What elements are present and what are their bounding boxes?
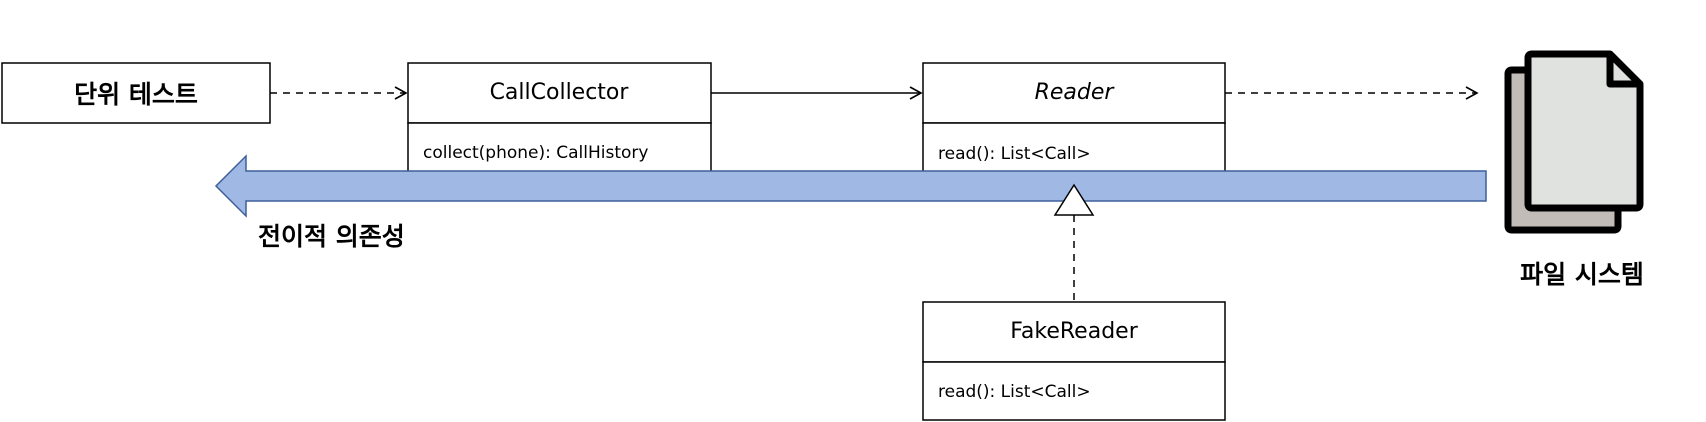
callcollector-method: collect(phone): CallHistory: [423, 143, 648, 163]
callcollector-class-box: CallCollector collect(phone): CallHistor…: [407, 62, 712, 183]
fakereader-class-box: FakeReader read(): List<Call>: [922, 301, 1226, 421]
unit-test-title: 단위 테스트: [74, 80, 198, 109]
unit-test-box: 단위 테스트: [1, 62, 271, 124]
transitive-dependency-arrow: [214, 154, 1487, 218]
reader-method: read(): List<Call>: [938, 144, 1091, 164]
documents-icon: [1504, 50, 1644, 234]
fakereader-title: FakeReader: [1010, 319, 1138, 344]
file-system-label: 파일 시스템: [1520, 260, 1644, 289]
reader-title: Reader: [1035, 80, 1116, 105]
transitive-dependency-label: 전이적 의존성: [258, 222, 405, 251]
realization-arrow-fakereader-to-reader: [1053, 183, 1095, 300]
fakereader-method: read(): List<Call>: [938, 382, 1091, 402]
reader-interface-box: Reader read(): List<Call>: [922, 62, 1226, 184]
callcollector-title: CallCollector: [490, 80, 630, 105]
